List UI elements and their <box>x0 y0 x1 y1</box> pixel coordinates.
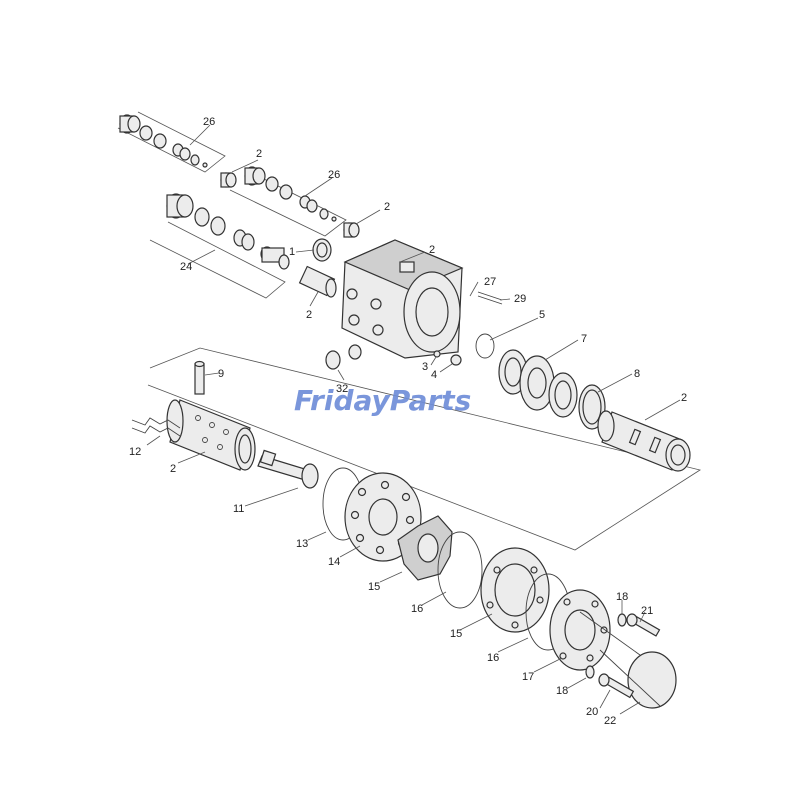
bolt-21 <box>626 613 661 637</box>
callout-29: 29 <box>514 293 526 305</box>
callout-7: 7 <box>581 333 587 345</box>
centering-springs-12 <box>131 417 181 437</box>
callout-21: 21 <box>641 605 653 617</box>
callout-1: 1 <box>289 246 295 258</box>
assembly-outline-valves-26a <box>117 111 226 173</box>
callout-2-spool: 2 <box>681 392 687 404</box>
assembly-outline-valves-24 <box>149 221 286 299</box>
pin-9 <box>194 360 205 395</box>
fitting-32 <box>325 344 362 370</box>
end-cap-17 <box>549 589 611 671</box>
spool-2 <box>597 410 691 472</box>
fridayparts-watermark: FridayParts <box>294 384 471 417</box>
callout-14: 14 <box>328 556 340 568</box>
callout-9: 9 <box>218 368 224 380</box>
plug-2-right <box>343 222 360 238</box>
callout-2-valve: 2 <box>384 201 390 213</box>
callout-15-inner: 15 <box>368 581 380 593</box>
callout-24: 24 <box>180 261 192 273</box>
watermark-text: FridayParts <box>294 384 471 417</box>
callout-8: 8 <box>634 368 640 380</box>
cover-22 <box>579 611 677 709</box>
washer-18-a <box>617 613 627 627</box>
callout-16-a: 16 <box>411 603 423 615</box>
assembly-outline-valves-26b <box>229 169 347 237</box>
oring-5 <box>475 333 495 359</box>
check-sleeve-2 <box>298 265 337 298</box>
screw-27-29 <box>477 291 503 305</box>
washer-18-b <box>585 665 595 679</box>
gerotor-outer-15 <box>480 547 550 633</box>
valve-cartridge-26a <box>119 114 208 168</box>
seal-16a <box>437 531 483 609</box>
valve-cartridge-26b <box>244 166 337 222</box>
plug-2-top <box>220 172 237 188</box>
callout-26-mid: 26 <box>328 169 340 181</box>
callout-32: 32 <box>336 383 348 395</box>
valve-cartridge-24 <box>166 193 290 270</box>
callout-3: 3 <box>422 361 428 373</box>
ball-3-4 <box>433 350 462 366</box>
callout-2-sleeve-small: 2 <box>306 309 312 321</box>
callout-11: 11 <box>233 503 244 515</box>
valve-housing <box>341 239 464 359</box>
callout-22: 22 <box>604 715 616 727</box>
assembly-outline-main <box>147 347 702 551</box>
sleeve-2 <box>166 399 256 471</box>
bolt-20 <box>598 673 635 699</box>
callout-17: 17 <box>522 671 534 683</box>
drive-shaft-11 <box>257 449 319 489</box>
leader-lines <box>146 124 681 715</box>
callout-2-drive: 2 <box>170 463 176 475</box>
callout-13: 13 <box>296 538 308 550</box>
callout-16-b: 16 <box>487 652 499 664</box>
callout-5: 5 <box>539 309 545 321</box>
callout-15-outer: 15 <box>450 628 462 640</box>
callout-2-top: 2 <box>256 148 262 160</box>
callout-12: 12 <box>129 446 141 458</box>
callout-18-b: 18 <box>556 685 568 697</box>
callout-20: 20 <box>586 706 598 718</box>
callout-2-housing: 2 <box>429 244 435 256</box>
callout-26-top: 26 <box>203 116 215 128</box>
callout-27: 27 <box>484 276 496 288</box>
callout-18-a: 18 <box>616 591 628 603</box>
callout-4: 4 <box>431 369 437 381</box>
